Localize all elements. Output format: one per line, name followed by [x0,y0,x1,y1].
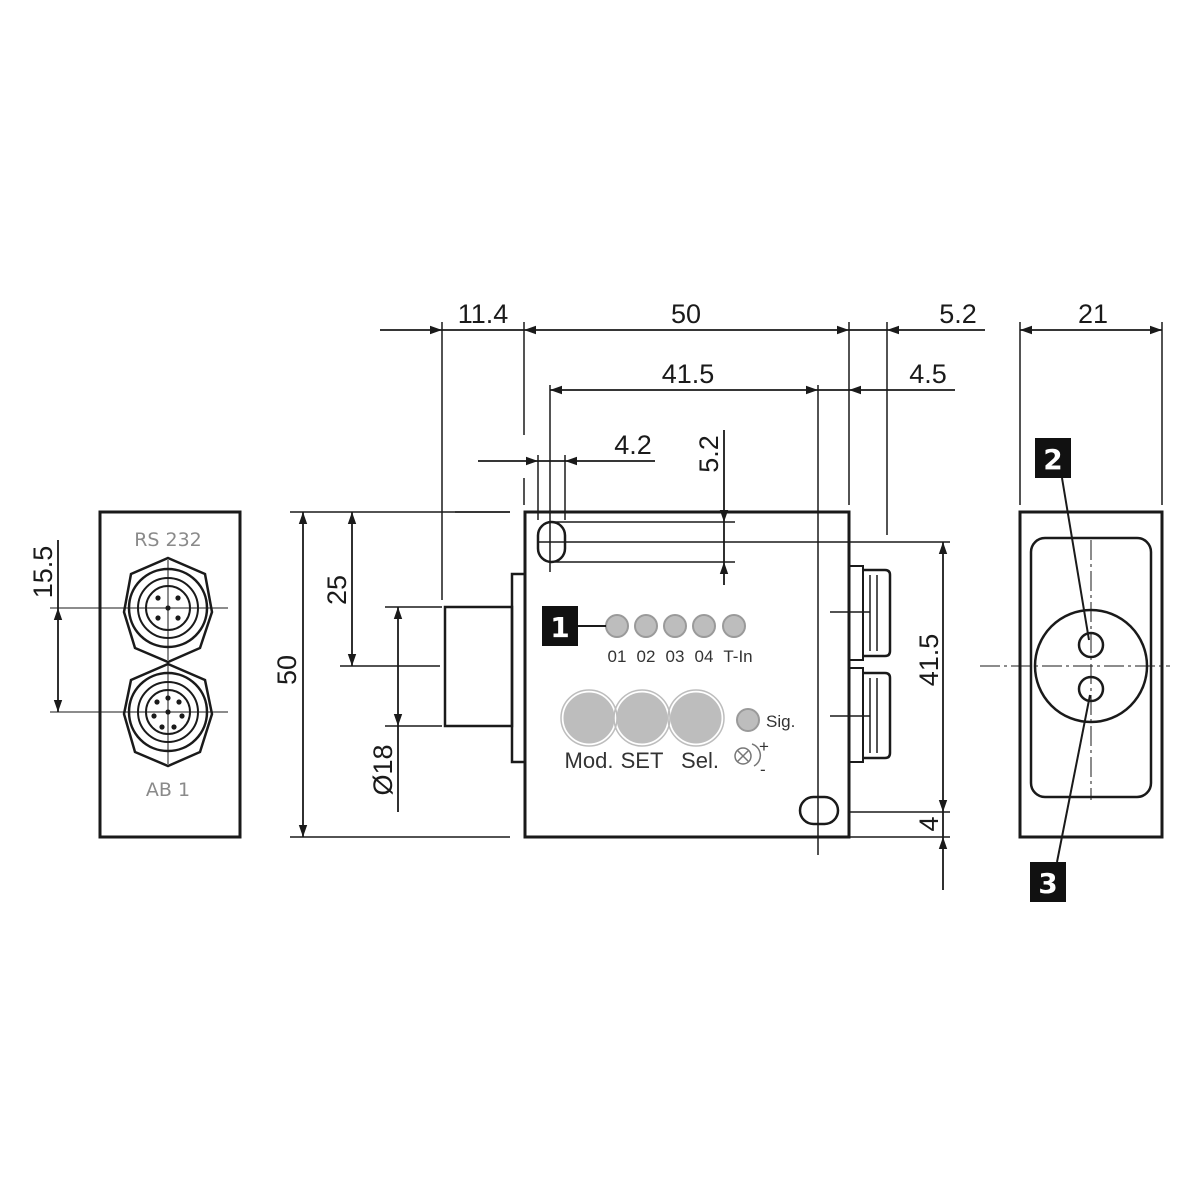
callout-3 [1030,862,1066,902]
dim-4-5-label: 4.5 [909,359,947,389]
front-view: 01 02 03 04 T-In Mod. SET Sel. Sig. + - [272,299,985,890]
led-label-04: 04 [695,647,714,666]
led-label-t-in: T-In [723,647,752,666]
mounting-slot-bottom [798,795,840,826]
led-row [605,614,746,638]
sig-label: Sig. [766,712,795,731]
potentiometer-icon [734,743,762,767]
side-view: 21 2 3 [980,299,1170,902]
set-label: SET [621,748,664,773]
dim-15-5-label: 15.5 [28,546,58,599]
dim-11-4-label: 11.4 [458,299,509,329]
button-row [560,689,760,747]
right-connectors [848,565,892,763]
led-02 [634,614,658,638]
led-04 [692,614,716,638]
ab1-label: AB 1 [146,779,190,801]
side-outline [1018,510,1164,839]
led-03 [663,614,687,638]
callout-2 [1035,438,1071,478]
dim-21-label: 21 [1078,299,1108,329]
callout-2-label: 2 [1043,443,1062,476]
sig-led [736,708,760,732]
dim-d18-label: Ø18 [368,744,398,795]
mod-button [563,692,615,744]
dim-50-left-label: 50 [272,655,302,685]
led-label-03: 03 [666,647,685,666]
dim-4-2-label: 4.2 [614,430,652,460]
rs232-label: RS 232 [134,529,202,551]
sel-button [670,692,722,744]
set-button [616,692,668,744]
dim-5-2-vert-label: 5.2 [694,435,724,473]
dim-5-2-right-label: 5.2 [939,299,977,329]
dim-41-5-right-label: 41.5 [914,634,944,687]
dim-50-top-label: 50 [671,299,701,329]
mod-label: Mod. [565,748,614,773]
callout-1 [542,606,578,646]
connector-face-outline [98,510,242,839]
pot-plus: + [759,737,769,756]
callout-1-label: 1 [550,611,569,644]
lens-tube [443,605,514,728]
led-label-01: 01 [608,647,627,666]
dim-41-5-top-label: 41.5 [662,359,715,389]
pot-minus: - [760,760,766,779]
connector-face-view: RS 232 AB 1 [28,510,242,839]
sel-label: Sel. [681,748,719,773]
lens-flange [510,572,527,764]
led-t-in [722,614,746,638]
led-label-02: 02 [637,647,656,666]
dim-4-label: 4 [914,816,944,831]
led-01 [605,614,629,638]
callout-3-label: 3 [1038,867,1057,900]
housing-body [523,510,851,839]
dim-25-label: 25 [322,575,352,605]
